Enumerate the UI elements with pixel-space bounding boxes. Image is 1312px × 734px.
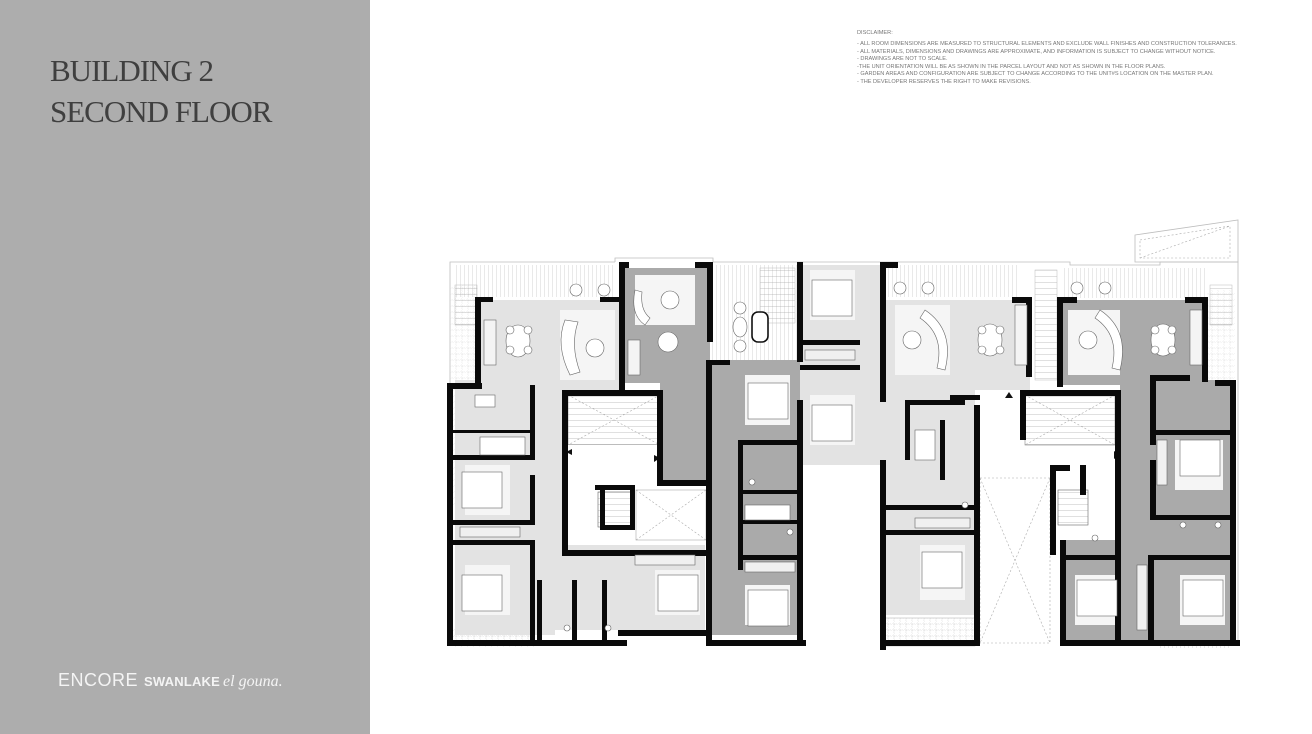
disclaimer-item: - ALL MATERIALS, DIMENSIONS AND DRAWINGS… — [857, 48, 1216, 55]
logo-swanlake: SWANLAKE — [144, 674, 221, 689]
disclaimer-item: - THE DEVELOPER RESERVES THE RIGHT TO MA… — [857, 79, 1031, 86]
logo-elgouna: el gouna. — [223, 673, 283, 690]
disclaimer: DISCLAIMER: - ALL ROOM DIMENSIONS ARE ME… — [857, 30, 1237, 87]
disclaimer-item: -THE UNIT ORIENTATION WILL BE AS SHOWN I… — [857, 63, 1166, 70]
arrow-up-icon — [1005, 392, 1013, 398]
disclaimer-item: - GARDEN AREAS AND CONFIGURATION ARE SUB… — [857, 71, 1214, 78]
exterior-stairs — [454, 267, 1233, 381]
courtyard-void — [979, 225, 1231, 644]
title-floor: SECOND FLOOR — [50, 94, 272, 129]
walls — [447, 262, 1240, 650]
sidebar-panel: BUILDING 2 SECOND FLOOR ENCORE SWANLAKE … — [0, 0, 370, 734]
arrow-left-icon — [566, 449, 572, 455]
disclaimer-item: - ALL ROOM DIMENSIONS ARE MEASURED TO ST… — [857, 41, 1237, 48]
page-title: BUILDING 2 SECOND FLOOR — [50, 50, 272, 132]
furniture — [459, 279, 1224, 632]
disclaimer-heading: DISCLAIMER: — [857, 30, 893, 36]
title-building: BUILDING 2 — [50, 53, 214, 88]
disclaimer-item: - DRAWINGS ARE NOT TO SCALE. — [857, 56, 948, 63]
floor-plan — [447, 219, 1240, 650]
stair-core-left — [566, 394, 707, 541]
brand-logo: ENCORE SWANLAKE el gouna. — [58, 670, 283, 691]
logo-encore: ENCORE — [58, 670, 139, 690]
